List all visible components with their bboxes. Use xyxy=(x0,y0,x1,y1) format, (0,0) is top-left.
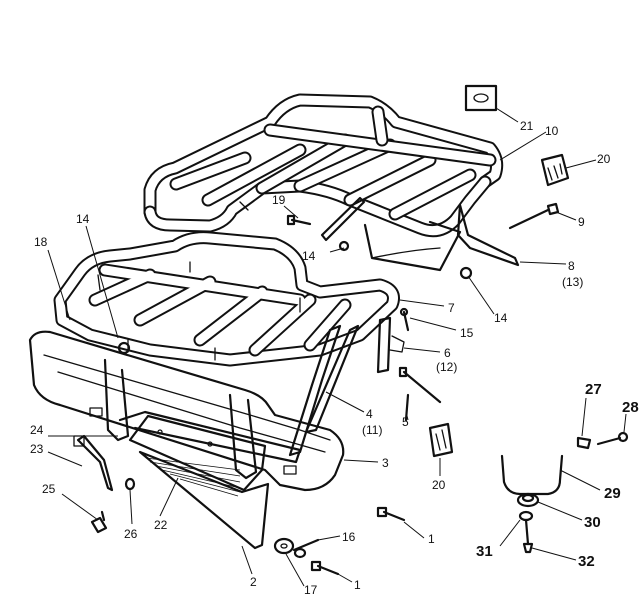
callout-32: 32 xyxy=(578,553,595,570)
callout-30: 30 xyxy=(584,514,601,531)
callout-25: 25 xyxy=(42,482,56,496)
callout-labels: 21 10 20 14 19 9 18 14 8 (13) 7 14 15 6 … xyxy=(30,119,639,595)
callout-23: 23 xyxy=(30,442,44,456)
rear-rack xyxy=(143,93,520,272)
callout-20-upper: 20 xyxy=(597,152,611,166)
callout-14-left: 14 xyxy=(76,212,90,226)
callout-1-upper: 1 xyxy=(428,532,435,546)
callout-27: 27 xyxy=(585,381,602,398)
callout-8: 8 xyxy=(568,259,575,273)
front-rack xyxy=(53,231,400,367)
callout-10: 10 xyxy=(545,124,559,138)
callout-9: 9 xyxy=(578,215,585,229)
callout-14-center: 14 xyxy=(302,249,316,263)
callout-15: 15 xyxy=(460,326,474,340)
skid-plate-hatching xyxy=(145,457,241,497)
callout-3: 3 xyxy=(382,456,389,470)
callout-29: 29 xyxy=(604,485,621,502)
callout-17: 17 xyxy=(304,583,318,595)
callout-11: (11) xyxy=(362,423,382,437)
callout-13: (13) xyxy=(562,275,583,289)
callout-18: 18 xyxy=(34,235,48,249)
hardware xyxy=(73,84,629,576)
callout-19: 19 xyxy=(272,193,286,207)
callout-22: 22 xyxy=(154,518,168,532)
callout-7: 7 xyxy=(448,301,455,315)
callout-4: 4 xyxy=(366,407,373,421)
front-bumper xyxy=(28,330,345,492)
callout-16: 16 xyxy=(342,530,356,544)
skid-plate xyxy=(128,414,270,550)
callout-21: 21 xyxy=(520,119,534,133)
callout-5: 5 xyxy=(402,415,409,429)
leader-lines xyxy=(47,107,627,587)
callout-31: 31 xyxy=(476,543,493,560)
callout-14-right: 14 xyxy=(494,311,508,325)
callout-2: 2 xyxy=(250,575,257,589)
callout-24: 24 xyxy=(30,423,44,437)
callout-6: 6 xyxy=(444,346,451,360)
callout-20-lower: 20 xyxy=(432,478,446,492)
callout-1-lower: 1 xyxy=(354,578,361,592)
callout-12: (12) xyxy=(436,360,457,374)
callout-26: 26 xyxy=(124,527,138,541)
callout-28: 28 xyxy=(622,399,639,416)
